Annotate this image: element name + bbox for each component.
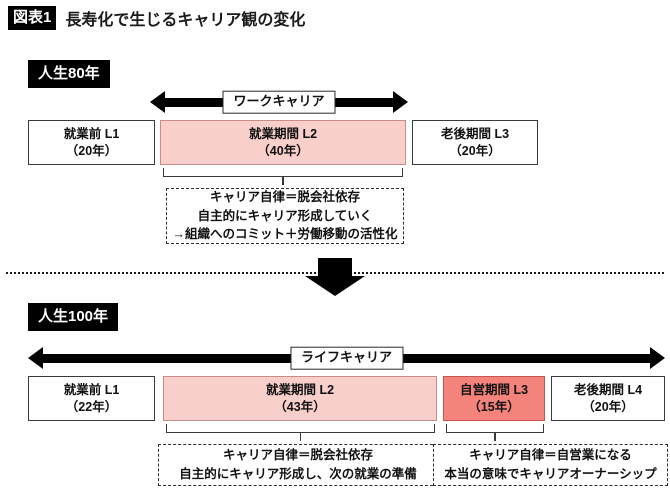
bracket-stem xyxy=(282,176,284,185)
life80-segment-l1: 就業前 L1 （20年） xyxy=(28,120,155,165)
callout-line-2: 自主的にキャリア形成していく xyxy=(197,208,373,223)
arrow-head-left-icon xyxy=(150,91,165,113)
arrow-head-right-icon xyxy=(650,347,665,369)
life80-segment-l3: 老後期間 L3 （20年） xyxy=(412,120,538,165)
segment-years: （20年） xyxy=(65,143,118,158)
callout-line-1: キャリア自律＝自営業になる xyxy=(469,448,632,463)
life100-callout-left: キャリア自律＝脱会社依存 自主的にキャリア形成し、次の就業の準備 xyxy=(158,444,438,486)
life100-segment-l3: 自営期間 L3 （15年） xyxy=(443,376,545,421)
bracket-right-tick xyxy=(542,424,544,433)
segment-years: （43年） xyxy=(274,399,326,414)
life100-callout-right: キャリア自律＝自営業になる 本当の意味でキャリアオーナーシップ xyxy=(433,444,668,486)
work-career-label: ワークキャリア xyxy=(222,90,336,114)
arrow-head-left-icon xyxy=(28,347,43,369)
work-career-arrow: ワークキャリア xyxy=(150,89,408,115)
callout-line-2: 自主的にキャリア形成し、次の就業の準備 xyxy=(179,467,417,481)
bracket-left-tick xyxy=(446,424,448,433)
transition-down-arrow-icon xyxy=(305,258,365,296)
segment-name: 就業前 L1 xyxy=(63,126,120,141)
life100-segment-l1: 就業前 L1 （22年） xyxy=(28,376,155,421)
callout-line-1: キャリア自律＝脱会社依存 xyxy=(209,189,360,204)
segment-name: 老後期間 L4 xyxy=(573,382,643,397)
segment-name: 就業期間 L2 xyxy=(265,382,335,397)
segment-name: 自営期間 L3 xyxy=(459,382,529,397)
life80-segment-l2: 就業期間 L2 （40年） xyxy=(160,120,406,165)
bracket-stem xyxy=(494,432,496,441)
life100-bracket-right xyxy=(446,424,544,442)
life80-bracket xyxy=(163,168,403,186)
arrow-shaft xyxy=(318,258,352,277)
callout-line-2: 本当の意味でキャリアオーナーシップ xyxy=(444,467,657,481)
life100-section-badge: 人生100年 xyxy=(28,303,119,331)
segment-years: （15年） xyxy=(468,399,520,414)
figure-header: 図表1 長寿化で生じるキャリア観の変化 xyxy=(8,6,305,30)
segment-years: （40年） xyxy=(257,143,309,158)
life-career-label: ライフキャリア xyxy=(289,346,404,370)
segment-years: （20年） xyxy=(582,399,634,414)
bracket-left-tick xyxy=(166,424,168,433)
page-title: 長寿化で生じるキャリア観の変化 xyxy=(65,12,306,29)
life80-callout: キャリア自律＝脱会社依存 自主的にキャリア形成していく →組織へのコミット＋労働… xyxy=(166,188,404,244)
callout-line-1: キャリア自律＝脱会社依存 xyxy=(222,448,373,463)
bracket-right-tick xyxy=(433,424,435,433)
segment-name: 就業前 L1 xyxy=(63,382,120,397)
segment-name: 就業期間 L2 xyxy=(248,126,318,141)
bracket-stem xyxy=(299,432,302,441)
arrow-head-right-icon xyxy=(393,91,408,113)
figure-number-badge: 図表1 xyxy=(8,6,57,30)
callout-line-3: →組織へのコミット＋労働移動の活性化 xyxy=(172,227,398,242)
bracket-right-tick xyxy=(401,168,403,177)
bracket-left-tick xyxy=(163,168,165,177)
life80-section-badge: 人生80年 xyxy=(28,60,110,88)
life100-bracket-left xyxy=(166,424,435,442)
segment-years: （20年） xyxy=(449,143,501,158)
life100-segment-l2: 就業期間 L2 （43年） xyxy=(163,376,437,421)
segment-name: 老後期間 L3 xyxy=(440,126,510,141)
life-career-arrow: ライフキャリア xyxy=(28,345,665,371)
segment-years: （22年） xyxy=(65,399,118,414)
arrow-head-down-icon xyxy=(305,276,365,296)
life100-segment-l4: 老後期間 L4 （20年） xyxy=(551,376,665,421)
